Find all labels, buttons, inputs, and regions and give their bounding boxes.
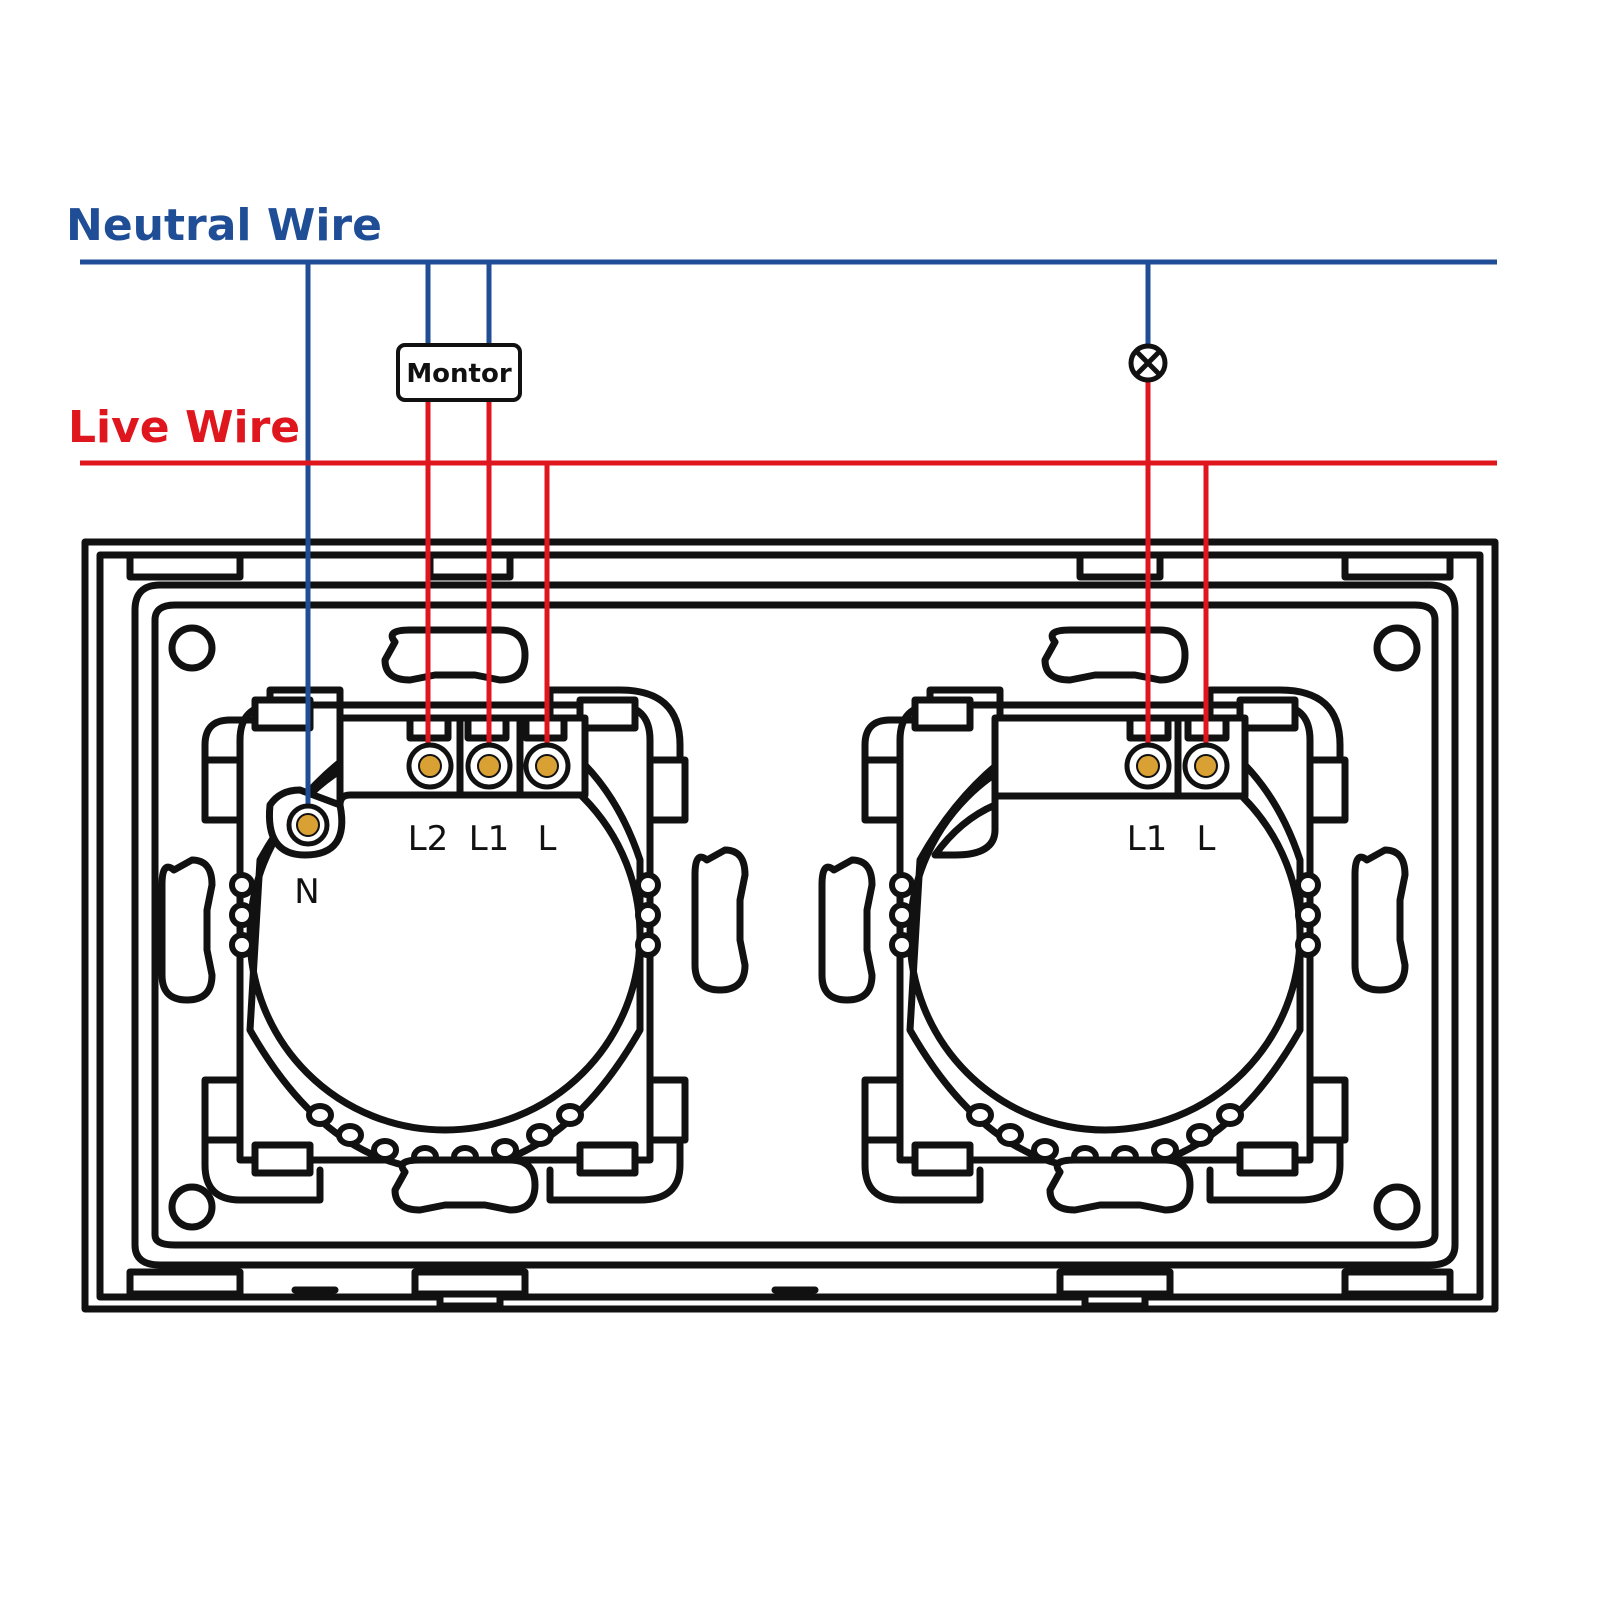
screw-icon [406, 742, 454, 790]
motor-label: Montor [406, 359, 512, 389]
terminal-label-l1: L1 [469, 819, 510, 859]
terminal-label-l2: L2 [408, 819, 449, 859]
screw-icon [523, 742, 571, 790]
right-switch-module [822, 630, 1405, 1210]
terminal-label-n: N [294, 872, 319, 912]
left-switch-module [162, 630, 745, 1210]
live-wire-label: Live Wire [68, 402, 300, 453]
live-wire [80, 380, 1497, 765]
screw-icon [465, 742, 513, 790]
lamp-cross-icon [1128, 343, 1168, 383]
switch-plate [81, 538, 1499, 1313]
screw-icon [1124, 742, 1172, 790]
neutral-wire-label: Neutral Wire [66, 200, 382, 251]
terminal-label-l1-right: L1 [1127, 819, 1168, 859]
terminal-screws [286, 742, 1230, 847]
terminal-label-l-right: L [1197, 819, 1216, 859]
screw-icon [286, 803, 330, 847]
terminal-label-l: L [538, 819, 557, 859]
motor-box: Montor [396, 343, 522, 402]
screw-icon [1182, 742, 1230, 790]
neutral-wire [80, 259, 1497, 822]
